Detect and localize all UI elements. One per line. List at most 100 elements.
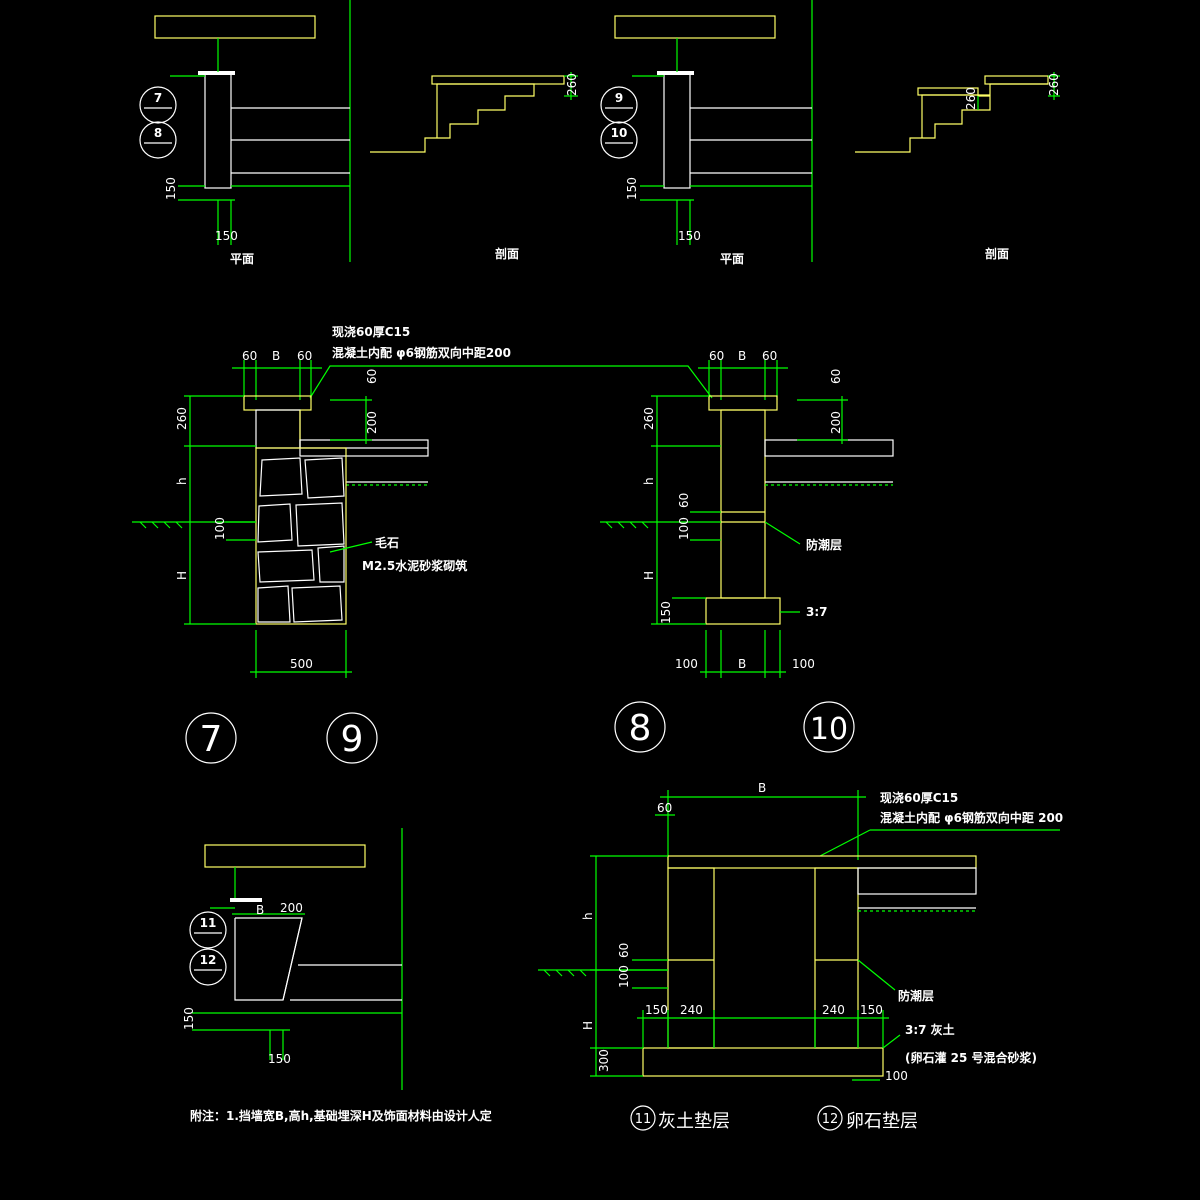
dim-text: h bbox=[642, 477, 656, 485]
detail-circle bbox=[614, 701, 666, 753]
dim-text: H bbox=[175, 571, 189, 580]
callout-number: 9 bbox=[615, 91, 623, 105]
footnote: 附注：1.挡墙宽B,高h,基础埋深H及饰面材料由设计人定 bbox=[190, 1108, 492, 1123]
dim-text: 100 bbox=[885, 1069, 908, 1083]
dim-text: 260 bbox=[964, 87, 978, 110]
detail-number: 7 bbox=[200, 719, 223, 760]
dim-text: 300 bbox=[597, 1049, 611, 1072]
dim-text: H bbox=[642, 571, 656, 580]
dim-text: h bbox=[581, 912, 595, 920]
material-label: 毛石 bbox=[375, 535, 399, 550]
footing bbox=[705, 597, 781, 625]
middle-note: 现浇60厚C15 混凝土内配 φ6钢筋双向中距200 bbox=[309, 324, 713, 399]
dim-text: 200 bbox=[829, 411, 843, 434]
dim-text: 150 bbox=[182, 1007, 196, 1030]
top-left-plan: 7 8 150 150 平面 bbox=[139, 0, 351, 266]
dim-text: 60 bbox=[677, 493, 691, 508]
material-label: 防潮层 bbox=[898, 988, 934, 1003]
dim-text: 60 bbox=[617, 943, 631, 958]
dim-text: 150 bbox=[215, 229, 238, 243]
dim-text: 100 bbox=[617, 965, 631, 988]
bottom-left-plan: B 200 11 12 150 150 附注：1.挡墙宽B,高h,基础埋深H及饰… bbox=[182, 828, 492, 1123]
detail-circle bbox=[326, 712, 378, 764]
dim-text: 260 bbox=[175, 407, 189, 430]
detail-number: 9 bbox=[341, 719, 364, 760]
dim-text: 60 bbox=[297, 349, 312, 363]
material-label: 3:7 bbox=[806, 605, 828, 619]
dim-text: H bbox=[581, 1021, 595, 1030]
callout-number: 10 bbox=[611, 126, 628, 140]
detail-number: 10 bbox=[810, 712, 848, 747]
brick-wall bbox=[720, 409, 766, 599]
caption-title: 灰土垫层 bbox=[658, 1111, 730, 1132]
footing bbox=[642, 1047, 884, 1077]
top-right-section: 260 260 剖面 bbox=[855, 72, 1061, 261]
dim-text: h bbox=[175, 477, 189, 485]
material-label: (卵石灌 25 号混合砂浆) bbox=[905, 1050, 1037, 1065]
callout-circle bbox=[139, 86, 177, 124]
plan-label: 平面 bbox=[720, 252, 744, 266]
callout-circle bbox=[139, 121, 177, 159]
callout-number: 7 bbox=[154, 91, 162, 105]
dim-text: 150 bbox=[645, 1003, 668, 1017]
note-line: 混凝土内配 φ6钢筋双向中距 200 bbox=[880, 810, 1063, 825]
dim-text: 100 bbox=[792, 657, 815, 671]
top-right-plan: 9 10 150 150 平面 bbox=[600, 0, 813, 266]
caption-title: 卵石垫层 bbox=[846, 1111, 918, 1132]
middle-left-section: 60 B 60 60 200 260 h H 100 毛石 M2.5水泥砂浆砌筑 bbox=[132, 349, 467, 678]
dim-text: B bbox=[256, 903, 264, 917]
dim-text: 100 bbox=[675, 657, 698, 671]
caption-number: 12 bbox=[822, 1112, 839, 1127]
note-line: 现浇60厚C15 bbox=[880, 790, 958, 805]
dim-text: 60 bbox=[365, 369, 379, 384]
dim-text: B bbox=[758, 781, 766, 795]
dim-text: 260 bbox=[565, 73, 579, 96]
section-label: 剖面 bbox=[495, 246, 519, 261]
top-left-section: 260 剖面 bbox=[370, 72, 579, 261]
callout-number: 11 bbox=[200, 916, 217, 930]
note-line: 混凝土内配 φ6钢筋双向中距200 bbox=[332, 345, 511, 360]
dim-text: 60 bbox=[242, 349, 257, 363]
dim-text: 100 bbox=[213, 517, 227, 540]
dim-text: 150 bbox=[268, 1052, 291, 1066]
dim-text: 150 bbox=[659, 601, 673, 624]
dim-text: 240 bbox=[680, 1003, 703, 1017]
material-label: M2.5水泥砂浆砌筑 bbox=[362, 558, 467, 573]
material-label: 3:7 灰土 bbox=[905, 1022, 955, 1037]
slab-hatch bbox=[154, 15, 316, 39]
middle-right-section: 60 B 60 60 200 260 h H 60 100 150 防潮层 3:… bbox=[600, 349, 894, 678]
dim-text: 150 bbox=[164, 177, 178, 200]
brick-wall-right bbox=[814, 867, 859, 1049]
callout-number: 12 bbox=[200, 953, 217, 967]
brick-wall-left bbox=[667, 867, 715, 1049]
dim-text: 150 bbox=[625, 177, 639, 200]
dim-text: 240 bbox=[822, 1003, 845, 1017]
detail-circle bbox=[185, 712, 237, 764]
dim-text: 60 bbox=[762, 349, 777, 363]
dim-text: B bbox=[272, 349, 280, 363]
dim-text: 60 bbox=[657, 801, 672, 815]
dim-text: 260 bbox=[642, 407, 656, 430]
dim-text: 150 bbox=[678, 229, 701, 243]
bottom-right-section: 现浇60厚C15 混凝土内配 φ6钢筋双向中距 200 B 60 h H 300… bbox=[538, 781, 1063, 1132]
dim-text: B bbox=[738, 349, 746, 363]
dim-text: B bbox=[738, 657, 746, 671]
dim-text: 500 bbox=[290, 657, 313, 671]
dim-text: 150 bbox=[860, 1003, 883, 1017]
note-line: 现浇60厚C15 bbox=[332, 324, 410, 339]
section-label: 剖面 bbox=[985, 246, 1009, 261]
callout-number: 8 bbox=[154, 126, 162, 140]
dim-text: 200 bbox=[280, 901, 303, 915]
plan-label: 平面 bbox=[230, 252, 254, 266]
detail-circle bbox=[803, 701, 855, 753]
dim-text: 60 bbox=[709, 349, 724, 363]
material-label: 防潮层 bbox=[806, 537, 842, 552]
dim-text: 60 bbox=[829, 369, 843, 384]
dim-text: 200 bbox=[365, 411, 379, 434]
detail-number: 8 bbox=[629, 708, 652, 749]
dim-text: 260 bbox=[1047, 73, 1061, 96]
rubble-wall bbox=[255, 447, 347, 625]
caption-number: 11 bbox=[635, 1112, 652, 1127]
dim-text: 100 bbox=[677, 517, 691, 540]
